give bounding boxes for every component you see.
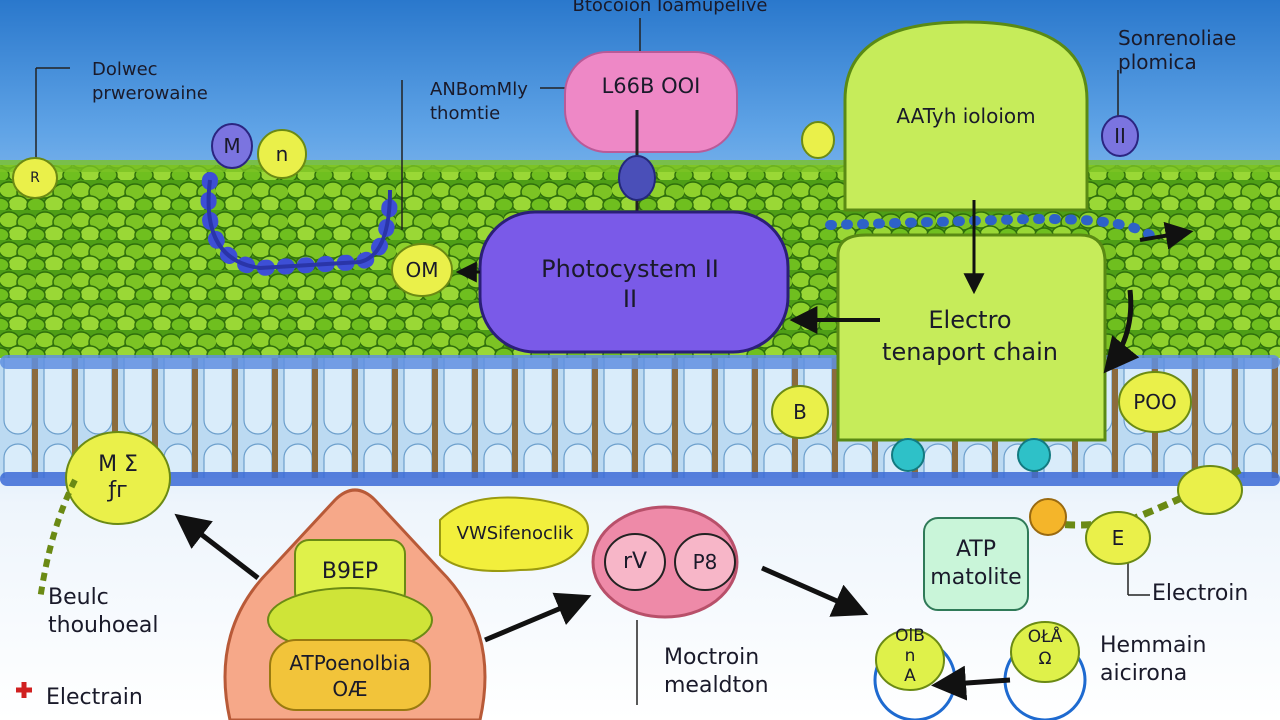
blob-left-yellow bbox=[12, 157, 58, 199]
blob-right-tail bbox=[1177, 465, 1243, 515]
label-beulc: Beulc thouhoeal bbox=[48, 585, 159, 638]
label-cluster-right: OŁÅ Ω bbox=[1027, 627, 1063, 669]
label-atp-matolite: ATP matolite bbox=[930, 537, 1022, 590]
pink-protein-anchor bbox=[618, 155, 656, 201]
label-atpoenolbia: ATPoenolbia OÆ bbox=[289, 651, 411, 701]
label-top-right: Sonrenoliae plomica bbox=[1118, 26, 1237, 74]
cluster-right-blob bbox=[1010, 621, 1080, 683]
label-vesicle: VWSifenoclik bbox=[456, 523, 574, 544]
label-e: E bbox=[1111, 526, 1125, 550]
pink-protein bbox=[564, 51, 738, 153]
yellow-vesicle bbox=[439, 496, 589, 572]
blob-top-right-green bbox=[801, 121, 835, 159]
label-top-left: Dolwec prwerowaine bbox=[92, 59, 208, 104]
blob-e bbox=[1085, 511, 1151, 565]
electron-chain-left-core bbox=[206, 179, 392, 271]
atpoenolbia-box bbox=[269, 639, 431, 711]
arrow-cluster bbox=[931, 665, 1011, 701]
label-atp-synthase: AATyh ioloiom bbox=[896, 104, 1036, 128]
label-rv: rV bbox=[622, 549, 648, 574]
label-om: OM bbox=[405, 258, 439, 282]
label-small-ii: II bbox=[1114, 124, 1126, 148]
blob-poo bbox=[1118, 371, 1192, 433]
right-curved-arrow bbox=[1103, 289, 1140, 374]
label-electron-transport: Electro tenaport chain bbox=[882, 306, 1058, 366]
cluster-left-blob bbox=[875, 629, 945, 691]
label-moctroin: Moctroin mealdton bbox=[664, 645, 769, 698]
label-hemmain: Hemmain aicirona bbox=[1100, 633, 1207, 686]
atp-synthase-head bbox=[843, 20, 1089, 212]
blob-n bbox=[257, 129, 307, 179]
blob-orange bbox=[1029, 498, 1067, 536]
photosystem-ii bbox=[478, 210, 790, 354]
plus-icon bbox=[16, 682, 32, 698]
label-small-m: M bbox=[223, 134, 241, 158]
arrow-to-atp bbox=[760, 565, 869, 617]
blob-teal-2 bbox=[1017, 438, 1051, 472]
label-bsep: B9EP bbox=[321, 559, 379, 584]
blob-m bbox=[211, 123, 253, 169]
blob-teal-1 bbox=[891, 438, 925, 472]
rv-core bbox=[604, 533, 666, 591]
p8-core bbox=[674, 533, 736, 591]
label-b: B bbox=[793, 400, 807, 424]
blob-m-left bbox=[65, 431, 171, 525]
label-small-n: n bbox=[275, 142, 289, 166]
label-photosystem: Photocystem II II bbox=[541, 255, 719, 313]
label-poo: POO bbox=[1133, 390, 1177, 414]
lipid-heads-bottom bbox=[0, 472, 1280, 486]
electron-transport-block bbox=[836, 233, 1107, 442]
atp-matolite-box bbox=[923, 517, 1029, 611]
electron-chain-right bbox=[825, 214, 1155, 240]
label-antenna: ANBomMly thomtie bbox=[430, 79, 528, 124]
label-top-title: Btocoion Ioamupelive bbox=[572, 0, 768, 16]
blob-ii bbox=[1101, 115, 1139, 157]
label-electrain-left: Electrain bbox=[46, 685, 143, 710]
right-top-arrow bbox=[1139, 221, 1194, 250]
label-cluster-left: OlB n A bbox=[895, 626, 925, 686]
label-left-yellow: R bbox=[30, 170, 40, 186]
arrow-to-m-left bbox=[174, 513, 260, 580]
label-p8: P8 bbox=[692, 550, 718, 574]
arrow-to-vesicle bbox=[484, 592, 592, 643]
blob-b bbox=[771, 385, 829, 439]
chain-left-dangle bbox=[37, 478, 78, 601]
blob-om bbox=[391, 243, 453, 297]
label-m-left: M Ʃ ƒг bbox=[98, 452, 138, 503]
label-pink-protein: L66B OOI bbox=[601, 74, 701, 98]
label-electrain-right: Electroin bbox=[1152, 581, 1249, 606]
